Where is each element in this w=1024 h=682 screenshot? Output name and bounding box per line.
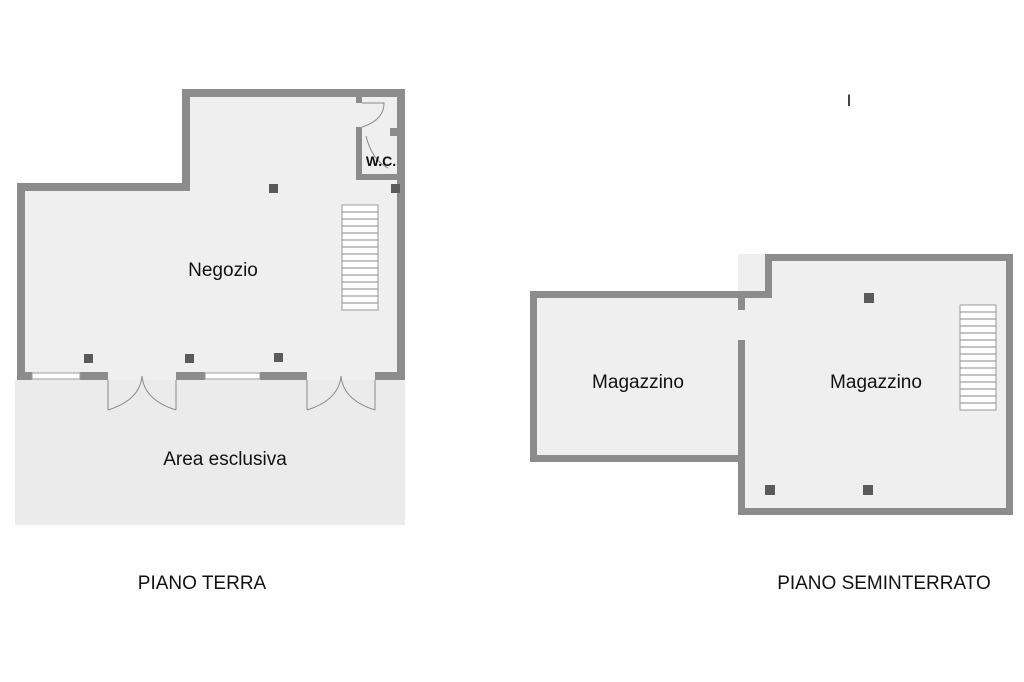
room-label-storage-right: Magazzino (830, 372, 922, 393)
exclusive-area (15, 380, 405, 525)
entrance-door-left (107, 375, 177, 411)
pillar (274, 353, 283, 362)
basement-plan: Magazzino Magazzino (530, 254, 1013, 515)
pillar (863, 485, 873, 495)
ground-floor-plan: Negozio W.C. Area esclusiva (15, 89, 405, 525)
storage-left-floor (530, 291, 742, 462)
marker-label: I (847, 91, 852, 110)
window (31, 372, 81, 380)
room-label-shop: Negozio (188, 260, 258, 281)
pillar (269, 184, 278, 193)
basement-title: PIANO SEMINTERRATO (777, 573, 991, 594)
pillar (84, 354, 93, 363)
window (204, 372, 261, 380)
basement-walls (530, 254, 1013, 515)
staircase (959, 304, 997, 411)
room-label-wc: W.C. (366, 153, 396, 169)
pillar (864, 293, 874, 303)
pillar (391, 184, 400, 193)
shop-floor (17, 89, 405, 380)
pillar (185, 354, 194, 363)
staircase (341, 204, 379, 311)
wc-inner-door (365, 135, 389, 169)
ground-floor-walls (17, 89, 405, 380)
room-label-storage-left: Magazzino (592, 372, 684, 393)
ground-floor-title: PIANO TERRA (138, 573, 267, 594)
wc-door (361, 102, 385, 128)
pillar (765, 485, 775, 495)
room-label-exclusive-area: Area esclusiva (163, 449, 287, 470)
entrance-door-right (306, 375, 376, 411)
